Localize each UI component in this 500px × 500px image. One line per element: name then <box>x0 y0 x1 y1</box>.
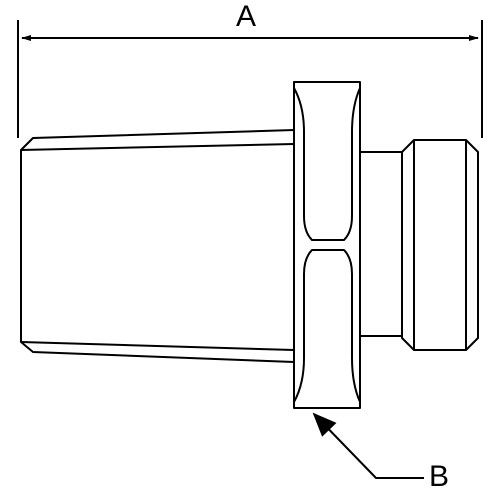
leader-line-b <box>312 412 424 479</box>
callout-b-leader <box>312 412 424 479</box>
threaded-body <box>20 129 295 363</box>
dimension-a <box>17 20 483 138</box>
hex-flat-lower <box>293 249 361 403</box>
callout-label-b: B <box>429 460 450 493</box>
neck <box>360 151 402 337</box>
hex-flat-upper <box>293 87 361 241</box>
thread-chamfer-bottom <box>20 341 295 351</box>
hex-nut <box>293 81 361 409</box>
dimension-label-a: A <box>236 0 257 33</box>
hex-nut-outline <box>293 81 361 409</box>
right-end <box>401 139 479 351</box>
thread-chamfer-top <box>20 143 295 151</box>
threaded-body-outline <box>20 129 295 363</box>
